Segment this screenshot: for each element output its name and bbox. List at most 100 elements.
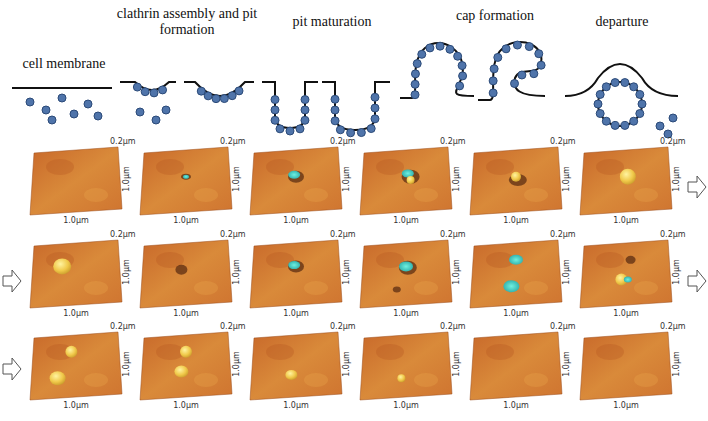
afm-image [140,240,232,308]
axis-label: 1.0µm [470,401,562,411]
clathrin-dot [602,117,610,125]
afm-image [470,240,562,308]
stage-label: pit maturation [272,14,392,30]
surface-texture [304,188,328,202]
vesicle-bump [407,176,415,184]
clathrin-dot [159,86,167,94]
afm-surface [360,332,452,400]
clathrin-dot [271,106,279,114]
stage-label: clathrin assembly and pit formation [112,6,262,38]
clathrin-pit [402,169,414,177]
surface-texture [376,159,404,175]
clathrin-dot [454,52,462,60]
axis-label: 1.0µm [122,159,132,199]
axis-label: 1.0µm [232,252,242,292]
surface-texture [84,188,108,202]
afm-surface [470,332,562,400]
surface-texture [596,344,624,360]
surface-texture [156,159,184,175]
clathrin-dot [204,92,212,100]
clathrin-dot [602,83,610,91]
vesicle-outline [598,82,642,126]
axis-label: 0.2µm [440,322,466,332]
membrane-line [322,82,390,130]
membrane-line [565,64,678,96]
vesicle-bump [180,346,192,358]
axis-label: 1.0µm [470,216,562,226]
clathrin-dot [271,116,279,124]
clathrin-dot [220,95,228,103]
surface-texture [634,373,658,387]
clathrin-dot [436,42,444,50]
afm-image [250,332,342,400]
clathrin-dot [418,50,426,58]
axis-label: 1.0µm [122,252,132,292]
clathrin-dot [636,90,644,98]
clathrin-dot [664,130,672,138]
clathrin-dot [371,104,379,112]
surface-texture [156,344,184,360]
afm-surface [580,147,672,215]
clathrin-dot [235,87,243,95]
axis-label: 1.0µm [672,159,682,199]
clathrin-dot [141,88,149,96]
pit-depression [626,256,636,264]
axis-label: 1.0µm [342,344,352,384]
vesicle-bump [50,371,66,385]
clathrin-dot [271,96,279,104]
clathrin-dot [371,115,379,123]
afm-image [30,147,122,215]
pit-depression [399,261,417,275]
afm-surface [140,240,232,308]
clathrin-pit [288,171,300,179]
vesicle-bump [174,366,188,378]
axis-label: 1.0µm [122,344,132,384]
clathrin-dot [611,121,619,129]
surface-texture [46,159,74,175]
surface-texture [304,281,328,295]
clathrin-dot [630,117,638,125]
clathrin-dot [212,95,220,103]
afm-image [250,240,342,308]
clathrin-dot [459,72,467,80]
surface-texture [266,344,294,360]
clathrin-dot [84,100,92,108]
afm-image [30,332,122,400]
axis-label: 1.0µm [232,344,242,384]
membrane-line [262,82,318,128]
axis-label: 1.0µm [562,159,572,199]
clathrin-dot [594,100,602,108]
afm-image [580,147,672,215]
clathrin-dot [535,50,543,58]
hollow-arrow [3,270,21,292]
clathrin-dot [456,82,464,90]
vesicle-bump [620,169,636,185]
membrane-line [478,42,545,100]
clathrin-dot [58,94,66,102]
clathrin-dot [621,121,629,129]
axis-label: 0.2µm [220,230,246,240]
afm-image [580,240,672,308]
clathrin-dot [331,117,339,125]
axis-label: 1.0µm [562,252,572,292]
afm-image [470,332,562,400]
surface-texture [524,281,548,295]
pit-depression [181,174,191,180]
afm-image [140,332,232,400]
surface-texture [634,188,658,202]
clathrin-dot [276,125,284,133]
clathrin-dot [638,100,646,108]
clathrin-dot [596,110,604,118]
surface-texture [194,281,218,295]
afm-surface [580,332,672,400]
afm-surface [250,147,342,215]
clathrin-dot [537,61,545,69]
axis-label: 0.2µm [660,322,686,332]
surface-texture [304,373,328,387]
axis-label: 1.0µm [580,309,672,319]
axis-label: 0.2µm [330,322,356,332]
hollow-arrow [3,358,21,380]
clathrin-dot [357,129,365,137]
surface-texture [524,373,548,387]
